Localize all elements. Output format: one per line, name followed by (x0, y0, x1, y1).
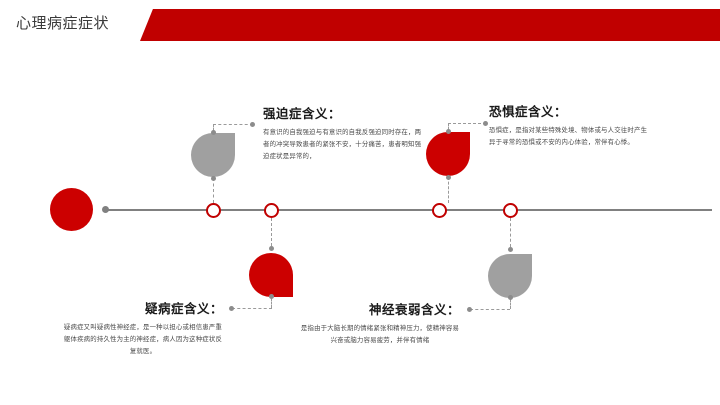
text-block-hypochondria: 疑病症含义： 疑病症又叫疑病性神经症，是一种以担心或相信患严重躯体疾病的持久性为… (63, 298, 223, 358)
connector-dot-obsessive-end (250, 122, 255, 127)
block-heading-obsessive: 强迫症含义： (263, 107, 342, 121)
text-block-neurasthenia: 神经衰弱含义： 是指由于大脑长期的情绪紧张和精神压力，使精神容易兴奋或脑力容易疲… (300, 299, 460, 347)
connector-line-neurasthenia-up (510, 218, 511, 247)
connector-line-neurasthenia-across (470, 309, 510, 310)
connector-line-phobia-across (448, 123, 486, 124)
connector-line-phobia-up (448, 123, 449, 133)
text-block-phobia: 恐惧症含义： 恐惧症，是指对某些特殊处境、物体或与人交往时产生异于寻常的恐惧或不… (489, 101, 649, 149)
connector-dot-hypochondria-lower (269, 294, 274, 299)
block-body-neurasthenia: 是指由于大脑长期的情绪紧张和精神压力，使精神容易兴奋或脑力容易疲劳，并伴有情绪 (300, 325, 460, 344)
connector-line-obsessive-up (213, 124, 214, 134)
connector-dot-phobia-end (483, 121, 488, 126)
connector-dot-hypochondria-end (229, 306, 234, 311)
connector-dot-obsessive-lower (211, 176, 216, 181)
connector-line-neurasthenia-down (510, 299, 511, 309)
connector-line-phobia-down (448, 177, 449, 203)
block-heading-phobia: 恐惧症含义： (489, 105, 568, 119)
connector-line-hypochondria-up (271, 218, 272, 246)
connector-dot-obsessive-upper (211, 130, 216, 135)
timeline-axis (105, 209, 712, 211)
block-body-obsessive: 有意识的自我强迫与有意识的自我反强迫同时存在，两者的冲突导致患者的紧张不安，十分… (263, 129, 422, 160)
block-heading-neurasthenia: 神经衰弱含义： (368, 303, 460, 317)
timeline-node-hypochondria[interactable] (264, 203, 279, 218)
text-block-obsessive: 强迫症含义： 有意识的自我强迫与有意识的自我反强迫同时存在，两者的冲突导致患者的… (263, 103, 423, 163)
connector-dot-phobia-upper (446, 129, 451, 134)
marker-blob-phobia (426, 132, 470, 176)
connector-dot-neurasthenia-end (467, 307, 472, 312)
block-body-phobia: 恐惧症，是指对某些特殊处境、物体或与人交往时产生异于寻常的恐惧或不安的内心体验，… (489, 127, 648, 146)
connector-line-obsessive-across (213, 124, 253, 125)
connector-line-hypochondria-down (271, 298, 272, 308)
connector-dot-neurasthenia-lower (508, 295, 513, 300)
header-accent-banner (140, 9, 720, 41)
timeline-origin-circle (50, 188, 93, 231)
timeline-node-neurasthenia[interactable] (503, 203, 518, 218)
block-heading-hypochondria: 疑病症含义： (144, 302, 223, 316)
connector-dot-hypochondria-upper (269, 246, 274, 251)
connector-dot-neurasthenia-upper (508, 247, 513, 252)
page-title: 心理病症症状 (16, 15, 110, 32)
connector-dot-phobia-lower (446, 175, 451, 180)
connector-line-hypochondria-across (232, 308, 272, 309)
block-body-hypochondria: 疑病症又叫疑病性神经症，是一种以担心或相信患严重躯体疾病的持久性为主的神经症，病… (63, 324, 223, 355)
timeline-node-obsessive[interactable] (206, 203, 221, 218)
marker-blob-hypochondria (249, 253, 293, 297)
marker-blob-obsessive (191, 133, 235, 177)
connector-line-obsessive-down (213, 178, 214, 203)
timeline-node-phobia[interactable] (432, 203, 447, 218)
marker-blob-neurasthenia (488, 254, 532, 298)
